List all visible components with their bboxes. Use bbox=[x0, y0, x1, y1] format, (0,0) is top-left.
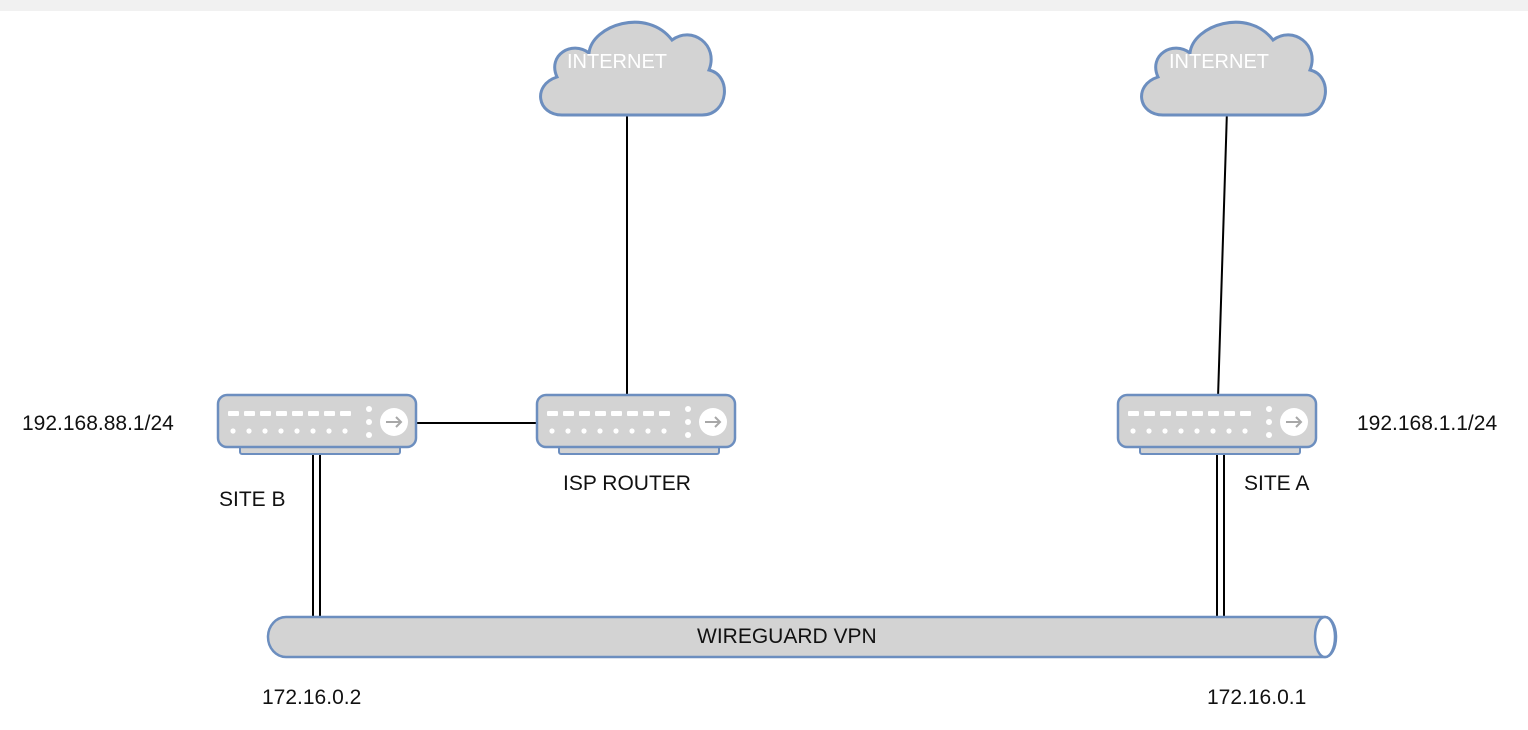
internet-left-label: INTERNET bbox=[567, 51, 667, 73]
site-a-lan-address: 192.168.1.1/24 bbox=[1357, 412, 1498, 435]
top-strip bbox=[0, 0, 1528, 11]
site-b-lan-address: 192.168.88.1/24 bbox=[22, 412, 174, 435]
internet-right-label: INTERNET bbox=[1169, 51, 1269, 73]
vpn-label: WIREGUARD VPN bbox=[697, 625, 877, 648]
site-a-vpn-address: 172.16.0.1 bbox=[1207, 686, 1307, 709]
isp-router-label: ISP ROUTER bbox=[563, 472, 691, 495]
router-site-b-icon bbox=[216, 393, 418, 456]
link-right-internet-site-a bbox=[1217, 109, 1228, 399]
site-b-label: SITE B bbox=[219, 488, 286, 511]
wireguard-vpn-pipe bbox=[266, 615, 1338, 659]
router-site-a-icon bbox=[1116, 393, 1318, 456]
site-a-label: SITE A bbox=[1244, 472, 1310, 495]
router-isp-icon bbox=[535, 393, 737, 456]
site-b-vpn-address: 172.16.0.2 bbox=[262, 686, 362, 709]
